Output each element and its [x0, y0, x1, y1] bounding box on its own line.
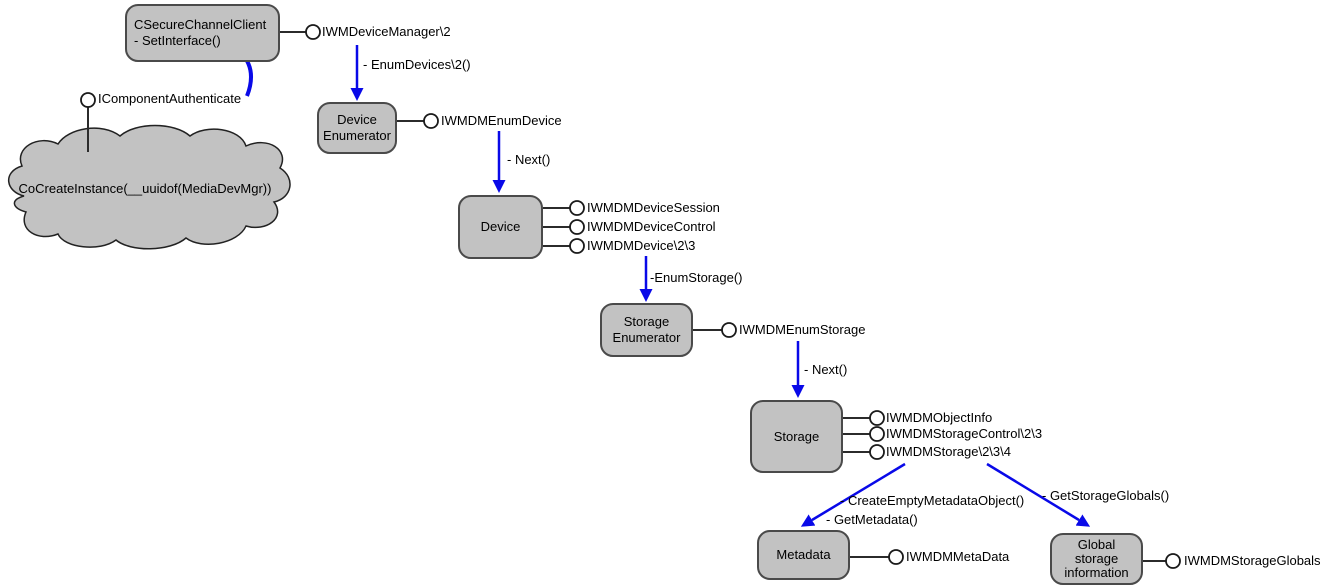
interface-circle-icon: [1165, 553, 1181, 569]
node-title: Metadata: [776, 547, 831, 562]
interface-label-icomponentauthenticate: IComponentAuthenticate: [98, 91, 242, 106]
node-device-enumerator: Device Enumerator: [317, 102, 397, 154]
interface-label-iwmdmenumstorage: IWMDMEnumStorage: [739, 322, 866, 337]
interface-label-iwmdmdevice: IWMDMDevice\2\3: [587, 238, 696, 253]
node-method: - SetInterface(): [134, 33, 221, 48]
call-label-getstorageglobals: - GetStorageGlobals(): [1042, 488, 1170, 503]
node-title: Enumerator: [612, 330, 681, 345]
node-storage-enumerator: Storage Enumerator: [600, 303, 693, 357]
interface-circle-icon: [869, 426, 885, 442]
node-title: Enumerator: [323, 128, 391, 143]
node-title: CSecureChannelClient: [134, 17, 267, 32]
call-label-next-device: - Next(): [507, 152, 551, 167]
interface-label-iwmdmstorageglobals: IWMDMStorageGlobals: [1184, 553, 1321, 568]
interface-circle-icon: [305, 24, 321, 40]
node-title: storage: [1074, 551, 1119, 566]
interface-circle-icon: [888, 549, 904, 565]
call-label-next-storage: - Next(): [804, 362, 848, 377]
cocreateinstance-cloud: [8, 124, 291, 250]
node-title: Storage: [623, 314, 670, 329]
interface-circle-icon: [569, 238, 585, 254]
call-label-createemptymetadataobject: - CreateEmptyMetadataObject(): [840, 493, 1025, 508]
interface-label-iwmdmstoragecontrol: IWMDMStorageControl\2\3: [886, 426, 1043, 441]
call-label-enumstorage: -EnumStorage(): [650, 270, 743, 285]
interface-circle-icon: [569, 219, 585, 235]
interface-label-iwmdmdevicesession: IWMDMDeviceSession: [587, 200, 720, 215]
node-title: Device: [480, 219, 521, 234]
node-title: Storage: [773, 428, 820, 444]
node-csecurechannelclient: CSecureChannelClient - SetInterface(): [125, 4, 280, 62]
interface-label-iwmdmstorage: IWMDMStorage\2\3\4: [886, 444, 1011, 459]
call-label-enumdevices: - EnumDevices\2(): [363, 57, 471, 72]
interface-label-iwmdmobjectinfo: IWMDMObjectInfo: [886, 410, 993, 425]
node-device: Device: [458, 195, 543, 259]
node-metadata: Metadata: [757, 530, 850, 580]
interface-label-iwmdevicemanager: IWMDeviceManager\2: [322, 24, 451, 39]
interface-circle-icon: [423, 113, 439, 129]
interface-circle-icon: [869, 444, 885, 460]
node-title: Global: [1077, 537, 1116, 552]
node-storage: Storage: [750, 400, 843, 473]
arrow-getstorageglobals: [986, 462, 1091, 527]
cloud-label: CoCreateInstance(__uuidof(MediaDevMgr)): [18, 181, 272, 196]
interface-label-iwmdmdevicecontrol: IWMDMDeviceControl: [587, 219, 716, 234]
interface-label-iwmdmmetadata: IWMDMMetaData: [906, 549, 1010, 564]
interface-circle-icon: [80, 92, 96, 108]
node-title: information: [1064, 565, 1129, 580]
arrow-getmetadata: [800, 462, 906, 527]
node-global-storage-information: Global storage information: [1050, 533, 1143, 585]
call-label-getmetadata: - GetMetadata(): [826, 512, 918, 527]
interface-circle-icon: [869, 410, 885, 426]
interface-circle-icon: [569, 200, 585, 216]
interface-circle-icon: [721, 322, 737, 338]
node-title: Device: [337, 112, 377, 127]
interface-label-iwmdmenumdevice: IWMDMEnumDevice: [441, 113, 562, 128]
